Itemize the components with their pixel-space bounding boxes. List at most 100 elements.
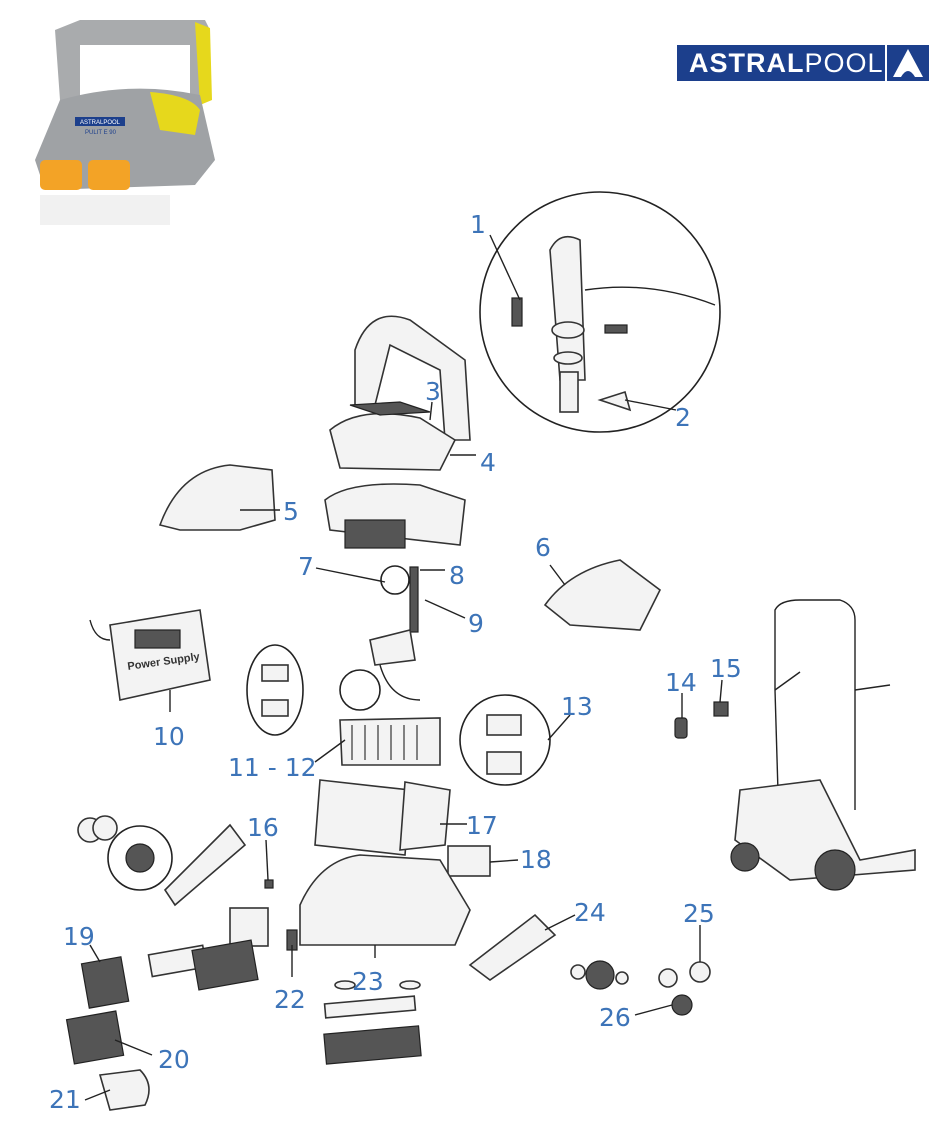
astralpool-logo: ASTRALPOOL — [677, 45, 929, 81]
callout-11-12: 11 - 12 — [228, 753, 317, 782]
diagram-shape — [634, 1004, 673, 1016]
diagram-shape — [597, 390, 632, 412]
diagram-shape — [893, 49, 923, 77]
diagram-shape — [489, 234, 521, 301]
diagram-shape — [380, 565, 410, 595]
part-19 — [80, 956, 130, 1009]
part-flap — [344, 519, 406, 549]
diagram-shape — [486, 714, 522, 736]
diagram-shape — [399, 980, 421, 990]
callout-13: 13 — [561, 692, 593, 721]
diagram-shape — [624, 399, 677, 411]
callout-5: 5 — [283, 497, 299, 526]
part-motor-shaft — [409, 566, 419, 633]
diagram-shape — [719, 679, 723, 703]
detail-circle-filter-clips — [246, 644, 304, 736]
part-chassis — [299, 854, 471, 946]
part-motor-block — [339, 717, 441, 766]
callout-17: 17 — [466, 811, 498, 840]
callout-3: 3 — [425, 377, 441, 406]
diagram-shape — [40, 160, 82, 190]
diagram-shape — [195, 22, 212, 105]
part-brush-roller — [191, 939, 259, 991]
diagram-shape — [114, 1039, 153, 1056]
part-clip — [229, 907, 269, 947]
diagram-shape — [88, 160, 130, 190]
logo-wordmark: ASTRALPOOL — [689, 47, 884, 78]
diagram-shape — [379, 664, 421, 701]
part-track-right — [468, 913, 557, 981]
part-drive-wheel — [585, 960, 615, 990]
diagram-shape — [314, 739, 346, 763]
diagram-shape — [261, 699, 289, 717]
diagram-shape — [334, 980, 356, 990]
part-15 — [713, 701, 729, 717]
diagram-shape — [339, 669, 381, 711]
part-screw-2 — [604, 324, 628, 334]
diagram-shape — [75, 117, 125, 126]
diagram-shape — [553, 351, 583, 365]
diagram-shape — [40, 195, 170, 225]
diagram-shape: ASTRALPOOL — [80, 120, 121, 126]
diagram-shape — [265, 839, 269, 881]
callout-8: 8 — [449, 561, 465, 590]
diagram-shape: PULIT E 90 — [85, 130, 117, 136]
part-grille — [349, 401, 431, 416]
part-25 — [689, 961, 711, 983]
diagram-shape — [730, 842, 760, 872]
diagram-shape — [547, 714, 571, 741]
callout-2: 2 — [675, 403, 691, 432]
diagram-shape — [55, 20, 210, 100]
part-bearing-left — [658, 968, 678, 988]
part-side-cover-right — [543, 559, 662, 631]
diagram-shape — [854, 684, 891, 691]
callout-23: 23 — [352, 967, 384, 996]
callout-labels: 1 2 3 4 5 6 7 8 9 10 11 - 12 13 14 15 16… — [49, 210, 742, 1114]
part-filter-front — [314, 779, 411, 856]
diagram-shape — [369, 629, 416, 666]
diagram-shape — [92, 815, 118, 841]
detail-circle-wheel — [107, 825, 173, 891]
diagram-shape — [549, 564, 566, 586]
part-21 — [98, 1069, 150, 1111]
diagram-shape — [814, 849, 856, 891]
part-screw-1 — [511, 297, 523, 327]
diagram-shape — [559, 371, 579, 413]
callout-21: 21 — [49, 1085, 81, 1114]
diagram-shape — [150, 92, 200, 135]
callout-25: 25 — [683, 899, 715, 928]
callout-26: 26 — [599, 1003, 631, 1032]
callout-1: 1 — [470, 210, 486, 239]
diagram-shape — [125, 843, 155, 873]
diagram-shape — [544, 914, 576, 931]
diagram-shape — [315, 567, 386, 583]
diagram-shape — [264, 879, 274, 889]
part-filter-rear — [399, 781, 451, 851]
diagram-shape — [774, 599, 856, 810]
diagram-shape — [89, 619, 111, 641]
diagram-shape — [134, 629, 181, 649]
diagram-shape — [570, 964, 586, 980]
callout-22: 22 — [274, 985, 306, 1014]
part-track-left — [163, 823, 247, 907]
callout-18: 18 — [520, 845, 552, 874]
diagram-shape — [489, 859, 519, 863]
part-26 — [671, 994, 693, 1016]
diagram-shape — [774, 671, 801, 691]
part-brush-bar — [323, 1025, 422, 1065]
diagram-shape — [424, 599, 466, 619]
diagram-shape — [261, 664, 289, 682]
diagram-shape — [351, 725, 418, 760]
callout-15: 15 — [710, 654, 742, 683]
part-14 — [674, 717, 688, 739]
callout-16: 16 — [247, 813, 279, 842]
callout-24: 24 — [574, 898, 606, 927]
diagram-shape — [584, 286, 716, 306]
part-20 — [65, 1010, 125, 1065]
callout-9: 9 — [468, 609, 484, 638]
callout-19: 19 — [63, 922, 95, 951]
part-top-cover — [329, 412, 457, 471]
part-caddy-trolley — [730, 599, 916, 891]
callout-20: 20 — [158, 1045, 190, 1074]
